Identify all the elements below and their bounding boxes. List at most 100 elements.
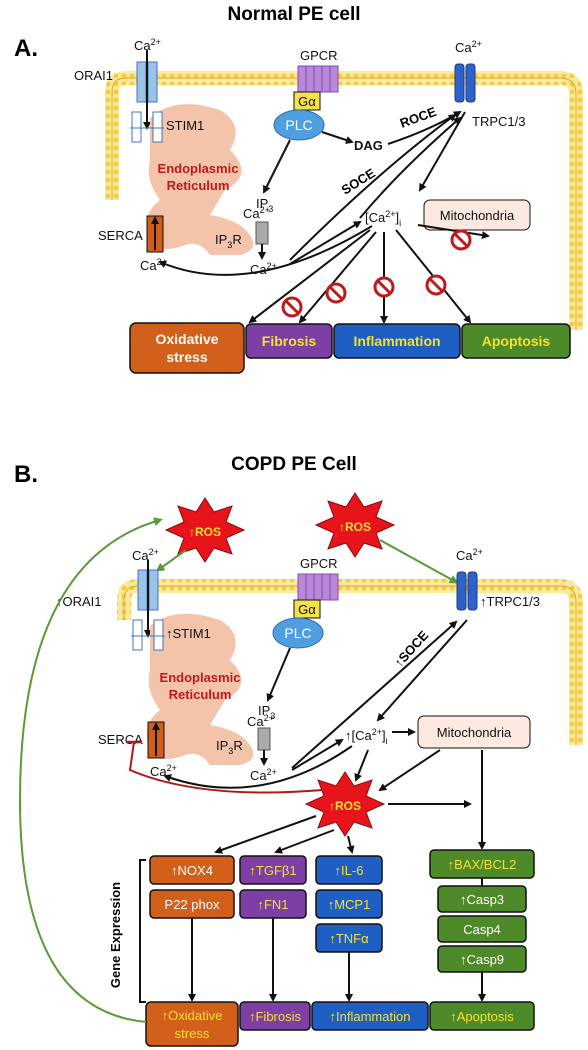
gene-box xyxy=(437,915,527,943)
gene-box xyxy=(149,855,235,885)
mito-label-a: Mitochondria xyxy=(440,208,515,223)
ros-burst-left: ↑ROS xyxy=(164,497,246,563)
outcome-fibrosis-a xyxy=(245,323,333,359)
cai-label: [Ca2+]i xyxy=(365,209,401,228)
ca-label-orai-b: Ca2+ xyxy=(132,547,159,563)
gpcr-label-b: GPCR xyxy=(300,556,338,571)
ros-label-left: ↑ROS xyxy=(189,525,221,539)
cai-label-b: ↑[Ca2+]i xyxy=(345,727,388,746)
gene-label: ↑IL-6 xyxy=(335,863,364,878)
orai1-label-b: ↑ORAI1 xyxy=(56,594,102,609)
ca-label-serca-b: Ca2+ xyxy=(150,763,177,779)
ca-label-cytosol-b: Ca2+ xyxy=(250,767,277,783)
stim1-label: STIM1 xyxy=(166,118,204,133)
outcome-apoptosis-a-label: Apoptosis xyxy=(482,333,551,349)
endoplasmic-reticulum-b xyxy=(146,613,254,765)
gene-box xyxy=(437,885,527,913)
gene-label: ↑TGFβ1 xyxy=(249,863,296,878)
stim1 xyxy=(130,111,164,143)
gene-expression-label: Gene Expression xyxy=(108,882,123,988)
panel-a-letter: A. xyxy=(14,35,38,62)
mitochondria-box-b xyxy=(417,715,531,749)
ip3r-channel-b xyxy=(257,727,271,751)
trpc-channel-a xyxy=(454,63,476,103)
trpc-channel-b xyxy=(456,571,478,611)
outcome-inflammation-b-label: ↑Inflammation xyxy=(330,1009,411,1024)
ca-label-orai: Ca2+ xyxy=(134,37,161,53)
gene-label: Casp4 xyxy=(463,922,501,937)
er-label-line1: Endoplasmic xyxy=(158,161,239,176)
serca-label-b: SERCA xyxy=(98,732,143,747)
outcome-apoptosis-a xyxy=(461,323,571,359)
trpc-label-b: ↑TRPC1/3 xyxy=(480,594,540,609)
serca-label: SERCA xyxy=(98,228,143,243)
orai1-channel-b xyxy=(137,560,159,638)
gpcr xyxy=(297,65,339,93)
ip3r-channel xyxy=(255,221,269,245)
outcome-inflammation-a-label: Inflammation xyxy=(353,333,440,349)
ca-label-trpc: Ca2+ xyxy=(455,39,482,55)
galpha-label: Gα xyxy=(298,94,316,109)
panel-a-title: Normal PE cell xyxy=(227,4,360,25)
gene-box xyxy=(315,889,383,919)
ros-burst-center: ↑ROS xyxy=(304,771,386,837)
gpcr-label: GPCR xyxy=(300,48,338,63)
ros-label-right: ↑ROS xyxy=(339,520,371,534)
no-symbol xyxy=(325,282,347,304)
ros-label-center: ↑ROS xyxy=(329,799,361,813)
outcome-oxidative-b-line2: stress xyxy=(175,1026,210,1041)
plc-label-b: PLC xyxy=(284,625,311,641)
er-label-b-line2: Reticulum xyxy=(169,687,232,702)
panel-a: Normal PE cell A. Ca2+ ORAI1 STIM1 Endop… xyxy=(14,4,583,374)
er-label-b-line1: Endoplasmic xyxy=(160,670,241,685)
membrane-outline xyxy=(111,77,577,330)
plc-enzyme xyxy=(273,109,325,141)
trpc-label: TRPC1/3 xyxy=(472,114,525,129)
orai1-label: ORAI1 xyxy=(74,68,113,83)
gene-box xyxy=(315,855,383,885)
galpha-box-b xyxy=(293,599,321,619)
panel-b-title: COPD PE Cell xyxy=(231,454,357,475)
plc-label: PLC xyxy=(285,117,312,133)
ca-label-ip3r-b: Ca2+ xyxy=(247,713,274,729)
stim1-label-b: ↑STIM1 xyxy=(166,626,211,641)
ca-label-trpc-b: Ca2+ xyxy=(456,547,483,563)
gene-label: ↑FN1 xyxy=(257,897,288,912)
gpcr-b xyxy=(297,573,339,601)
dag-label: DAG xyxy=(354,138,383,153)
ip3r-label: IP3R xyxy=(215,232,242,250)
no-symbol xyxy=(281,296,303,318)
gene-label: ↑Casp3 xyxy=(460,892,504,907)
ros-burst-right: ↑ROS xyxy=(314,492,396,558)
gene-label: ↑NOX4 xyxy=(171,863,213,878)
mitochondria-box-a xyxy=(423,199,531,231)
gene-box xyxy=(239,855,307,885)
panel-b-letter: B. xyxy=(14,461,38,488)
gene-label: P22 phox xyxy=(165,897,220,912)
endoplasmic-reticulum xyxy=(146,104,254,255)
galpha-label-b: Gα xyxy=(298,602,316,617)
orai1-channel xyxy=(136,50,158,130)
gene-label: ↑BAX/BCL2 xyxy=(448,857,517,872)
er-label-line2: Reticulum xyxy=(167,178,230,193)
outcome-inflammation-b xyxy=(311,1001,429,1031)
gene-expression-bracket xyxy=(139,859,146,1003)
gene-label: ↑Casp9 xyxy=(460,952,504,967)
gene-label: ↑MCP1 xyxy=(328,897,371,912)
no-symbol xyxy=(373,276,395,298)
ca-label-ip3r: Ca2+ xyxy=(243,205,270,221)
outcome-oxidative-a-line2: stress xyxy=(166,349,207,365)
outcome-oxidative-b-line1: ↑Oxidative xyxy=(162,1008,223,1023)
mito-label-b: Mitochondria xyxy=(437,725,512,740)
outcome-fibrosis-a-label: Fibrosis xyxy=(262,333,317,349)
ros-inhibits-serca xyxy=(128,741,323,794)
ca-label-serca: Ca2+ xyxy=(140,257,167,273)
outcome-oxidative-a-line1: Oxidative xyxy=(155,331,218,347)
outcome-fibrosis-b-label: ↑Fibrosis xyxy=(249,1009,302,1024)
plc-enzyme-b xyxy=(272,617,324,649)
panel-b: COPD PE Cell B. ↑ROS ↑ROS Ca2+ ↑ORAI1 xyxy=(14,454,583,1047)
gene-label: ↑TNFα xyxy=(329,931,369,946)
outcome-oxidative-b xyxy=(145,1001,239,1047)
outcome-apoptosis-b xyxy=(429,1001,535,1031)
